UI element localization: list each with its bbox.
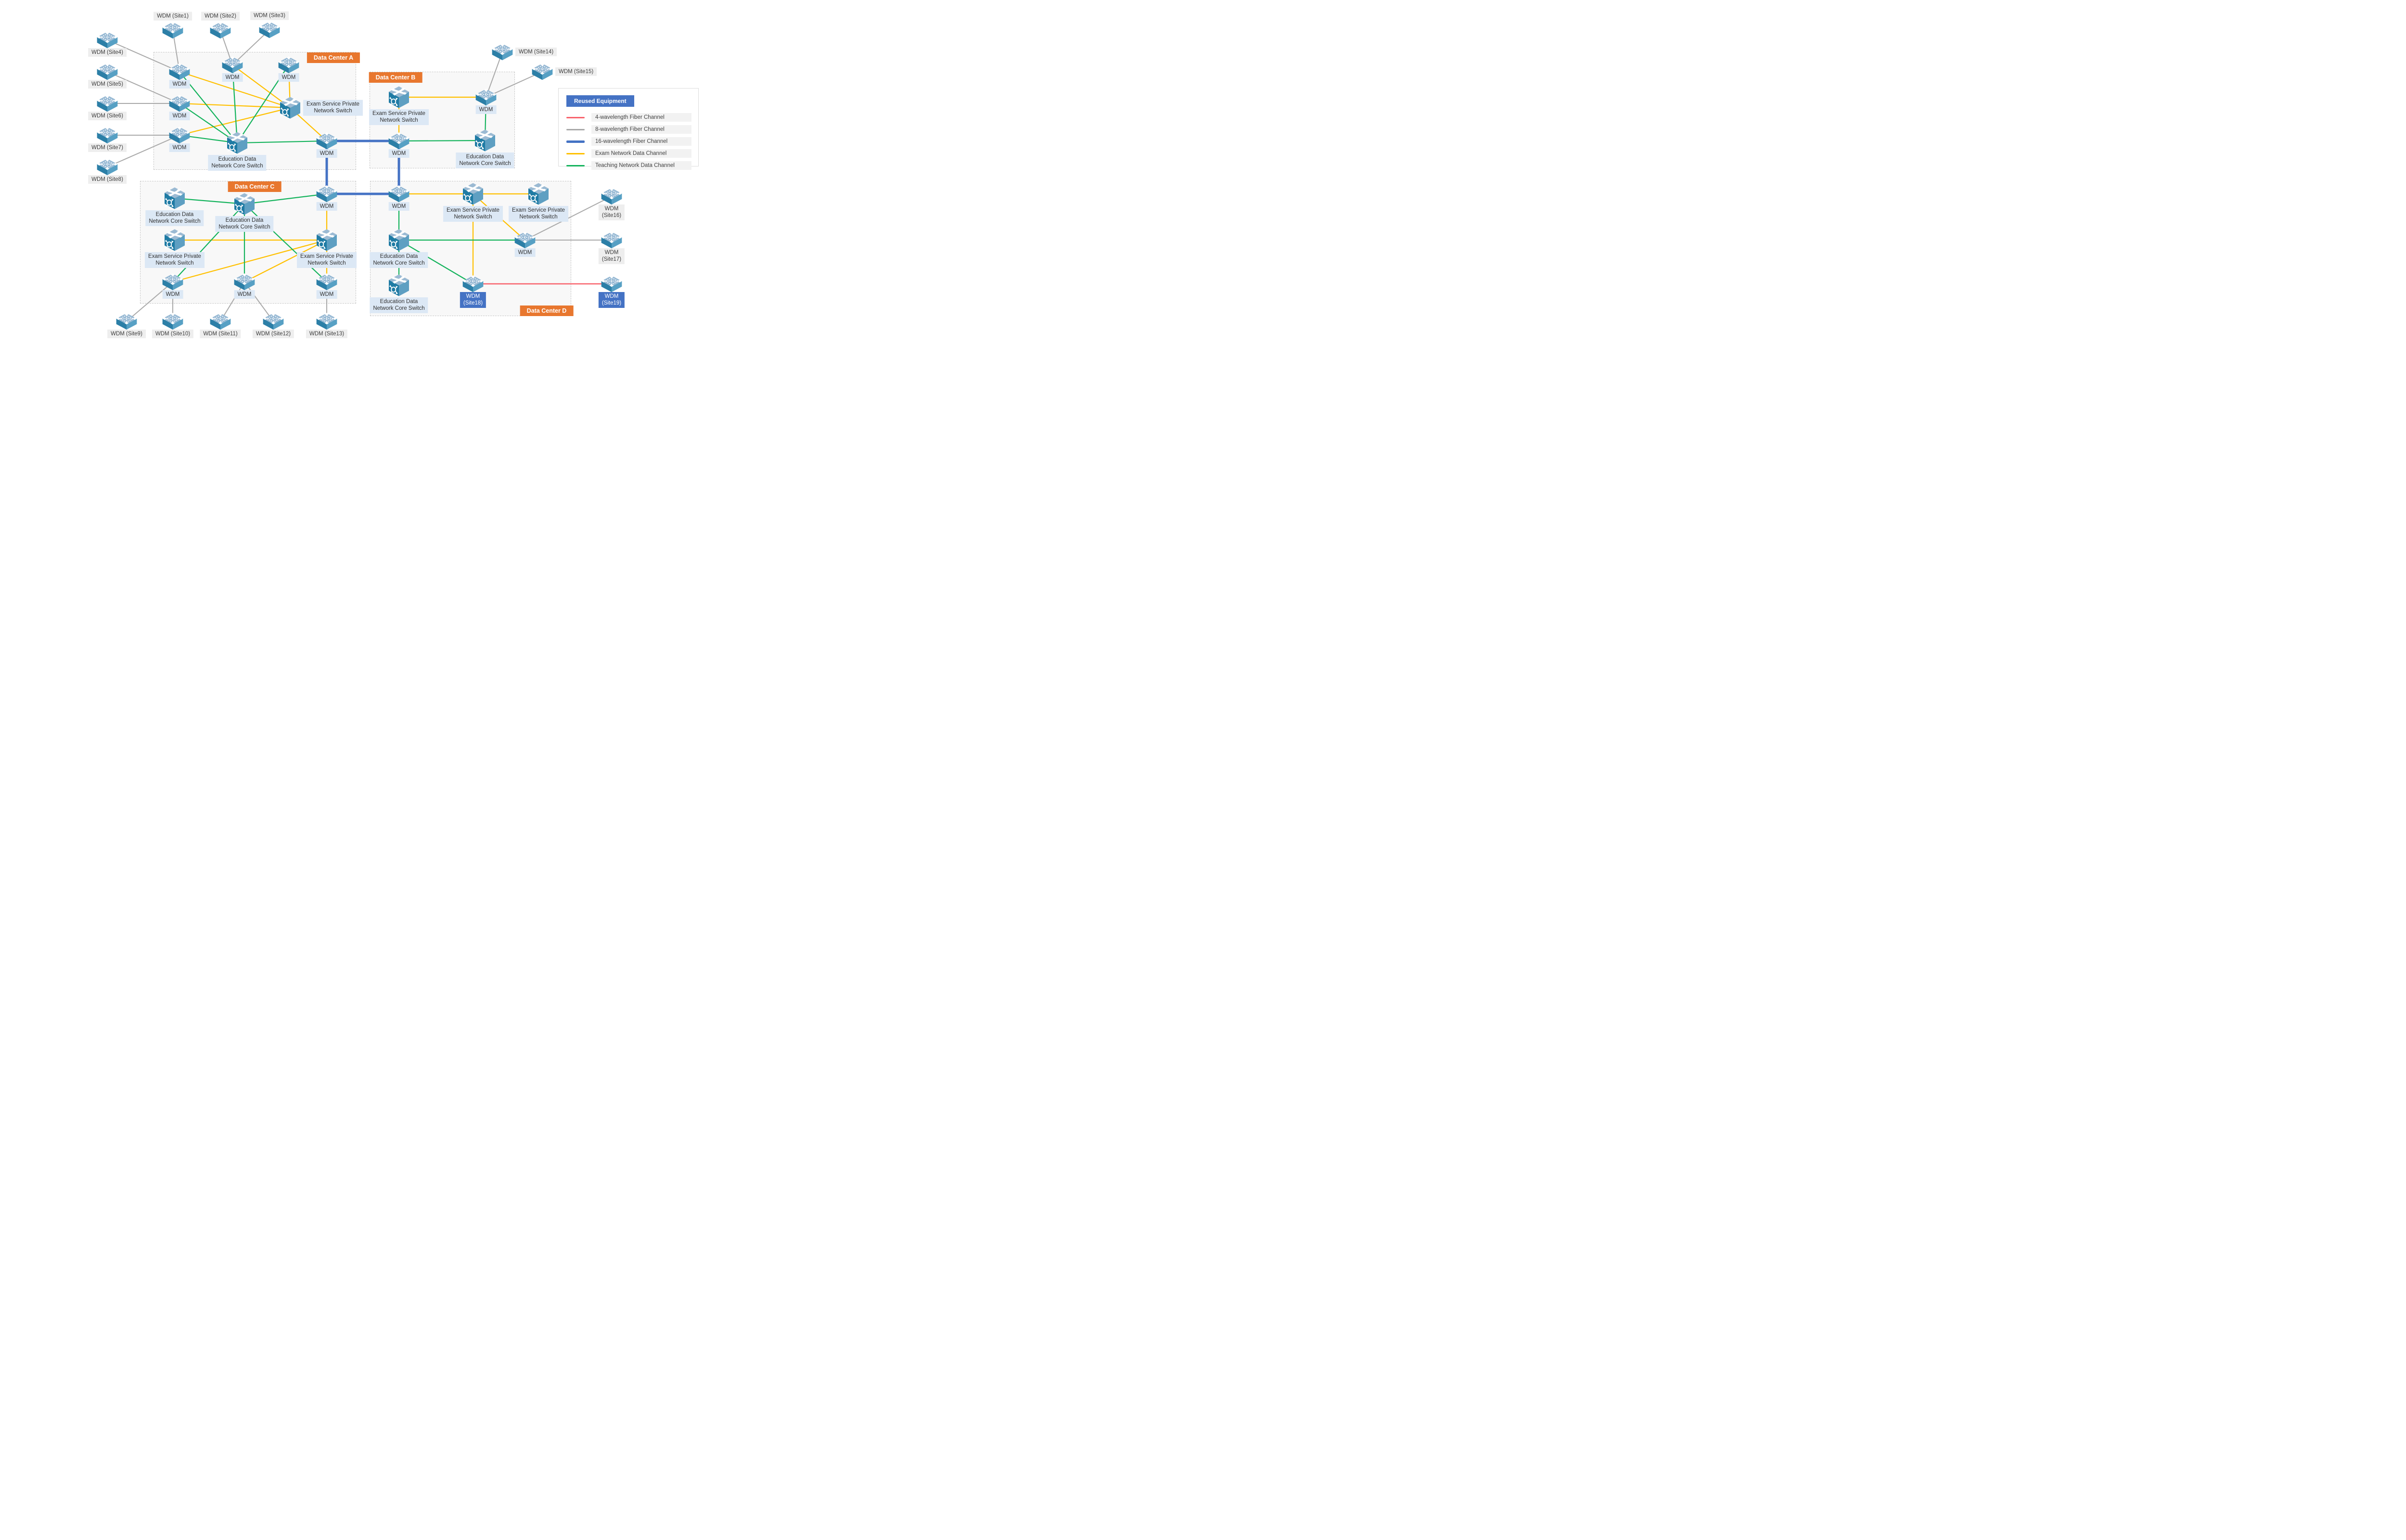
legend-item-fc16: 16-wavelength Fiber Channel	[566, 137, 691, 146]
edge-exam-examD1-wdmD2	[473, 193, 525, 241]
legend-label-fc8: 8-wavelength Fiber Channel	[591, 125, 691, 134]
node-wdmB2-wdm-icon	[388, 132, 410, 150]
node-wdmB1-wdm-icon	[475, 88, 497, 106]
legend-swatch-fc4	[566, 116, 585, 118]
legend-label-fc16: 16-wavelength Fiber Channel	[591, 137, 691, 146]
edge-fc8-site16-wdmD2	[525, 196, 612, 241]
node-wdmA1-wdm-icon	[168, 63, 191, 80]
node-wdmC2-wdm-icon	[233, 273, 256, 291]
edge-teach-eduA-wdmA2	[179, 103, 238, 143]
node-eduD1-switch-icon	[388, 229, 410, 252]
node-site4-wdm-icon	[96, 31, 118, 49]
node-examD1-switch-icon	[462, 182, 484, 205]
legend-item-exam: Exam Network Data Channel	[566, 149, 691, 158]
node-site16-wdm-icon	[601, 187, 623, 205]
edge-exam-examA-wdmA1	[179, 71, 291, 109]
node-wdmA3-wdm-icon	[168, 126, 191, 144]
node-examA-switch-icon	[279, 96, 301, 119]
legend-item-fc8: 8-wavelength Fiber Channel	[566, 125, 691, 134]
edge-teach-eduC1-eduC2	[174, 197, 245, 205]
node-examD2-switch-icon	[527, 182, 550, 205]
edge-fc8-site11-wdmC2	[220, 281, 245, 322]
edge-teach-eduC2-wdmCring	[244, 193, 327, 205]
edges-layer	[107, 29, 612, 322]
edge-fc8-site14-wdmB1	[486, 51, 503, 98]
legend-swatch-teach	[566, 165, 585, 166]
node-wdmDring-wdm-icon	[388, 185, 410, 203]
node-eduB-switch-icon	[474, 129, 496, 152]
node-site10-wdm-icon	[162, 312, 184, 330]
edge-exam-examA-wdmA4	[232, 64, 291, 108]
edge-fc8-site15-wdmB1	[486, 71, 543, 98]
node-site2-wdm-icon	[209, 21, 231, 39]
legend: Reused Equipment 4-wavelength Fiber Chan…	[558, 88, 699, 170]
node-site3-wdm-icon	[258, 21, 281, 38]
node-site15-wdm-icon	[531, 63, 553, 80]
node-site1-wdm-icon	[162, 21, 184, 39]
edge-fc8-site3-wdmA4	[232, 29, 270, 65]
node-site7-wdm-icon	[96, 126, 118, 144]
legend-swatch-fc16	[566, 140, 585, 143]
edge-fc8-site5-wdmA2	[107, 71, 180, 104]
node-wdmS18-wdm-icon	[462, 275, 484, 293]
legend-label-exam: Exam Network Data Channel	[591, 149, 691, 158]
node-site17-wdm-icon	[601, 231, 623, 249]
node-wdmA5-wdm-icon	[278, 56, 300, 74]
legend-items: 4-wavelength Fiber Channel 8-wavelength F…	[559, 113, 698, 170]
node-site8-wdm-icon	[96, 158, 118, 176]
node-site13-wdm-icon	[316, 312, 338, 330]
edge-fc8-site9-wdmC1	[126, 281, 173, 322]
node-examB-switch-icon	[388, 86, 410, 109]
node-examC2-switch-icon	[316, 229, 338, 252]
edge-teach-eduA-wdmA4	[231, 64, 238, 143]
node-wdmCring-wdm-icon	[316, 185, 338, 203]
node-site5-wdm-icon	[96, 63, 118, 80]
edge-teach-eduA-wdmA6	[237, 140, 327, 144]
legend-label-teach: Teaching Network Data Channel	[591, 161, 691, 170]
edge-teach-wdmB2-eduB	[398, 140, 486, 142]
edge-fc8-site12-wdmC2	[244, 281, 274, 322]
node-wdmC3-wdm-icon	[316, 273, 338, 291]
edge-fc8-site4-wdmA1	[107, 39, 180, 72]
legend-item-fc4: 4-wavelength Fiber Channel	[566, 113, 691, 122]
edge-exam-examC2-wdmC2	[244, 240, 327, 282]
edge-exam-examC2-wdmC1	[172, 239, 327, 283]
node-wdmA2-wdm-icon	[168, 94, 191, 112]
node-site6-wdm-icon	[96, 94, 118, 112]
legend-swatch-exam	[566, 153, 585, 154]
legend-swatch-fc8	[566, 128, 585, 130]
legend-label-fc4: 4-wavelength Fiber Channel	[591, 113, 691, 122]
node-eduC1-switch-icon	[164, 187, 186, 210]
edge-fc8-site8-wdmA3	[107, 135, 180, 167]
legend-title: Reused Equipment	[566, 95, 634, 107]
legend-item-teach: Teaching Network Data Channel	[566, 161, 691, 170]
node-site19-wdm-icon	[601, 275, 623, 293]
diagram-svg	[96, 21, 623, 330]
node-site14-wdm-icon	[491, 43, 513, 61]
node-examC1-switch-icon	[164, 229, 186, 252]
node-eduA-switch-icon	[226, 131, 248, 154]
node-eduD2-switch-icon	[388, 274, 410, 297]
node-site12-wdm-icon	[262, 312, 284, 330]
edge-teach-eduD1-wdmS18	[398, 240, 474, 284]
node-site11-wdm-icon	[209, 312, 231, 330]
edge-exam-examA-wdmA3	[179, 107, 291, 136]
